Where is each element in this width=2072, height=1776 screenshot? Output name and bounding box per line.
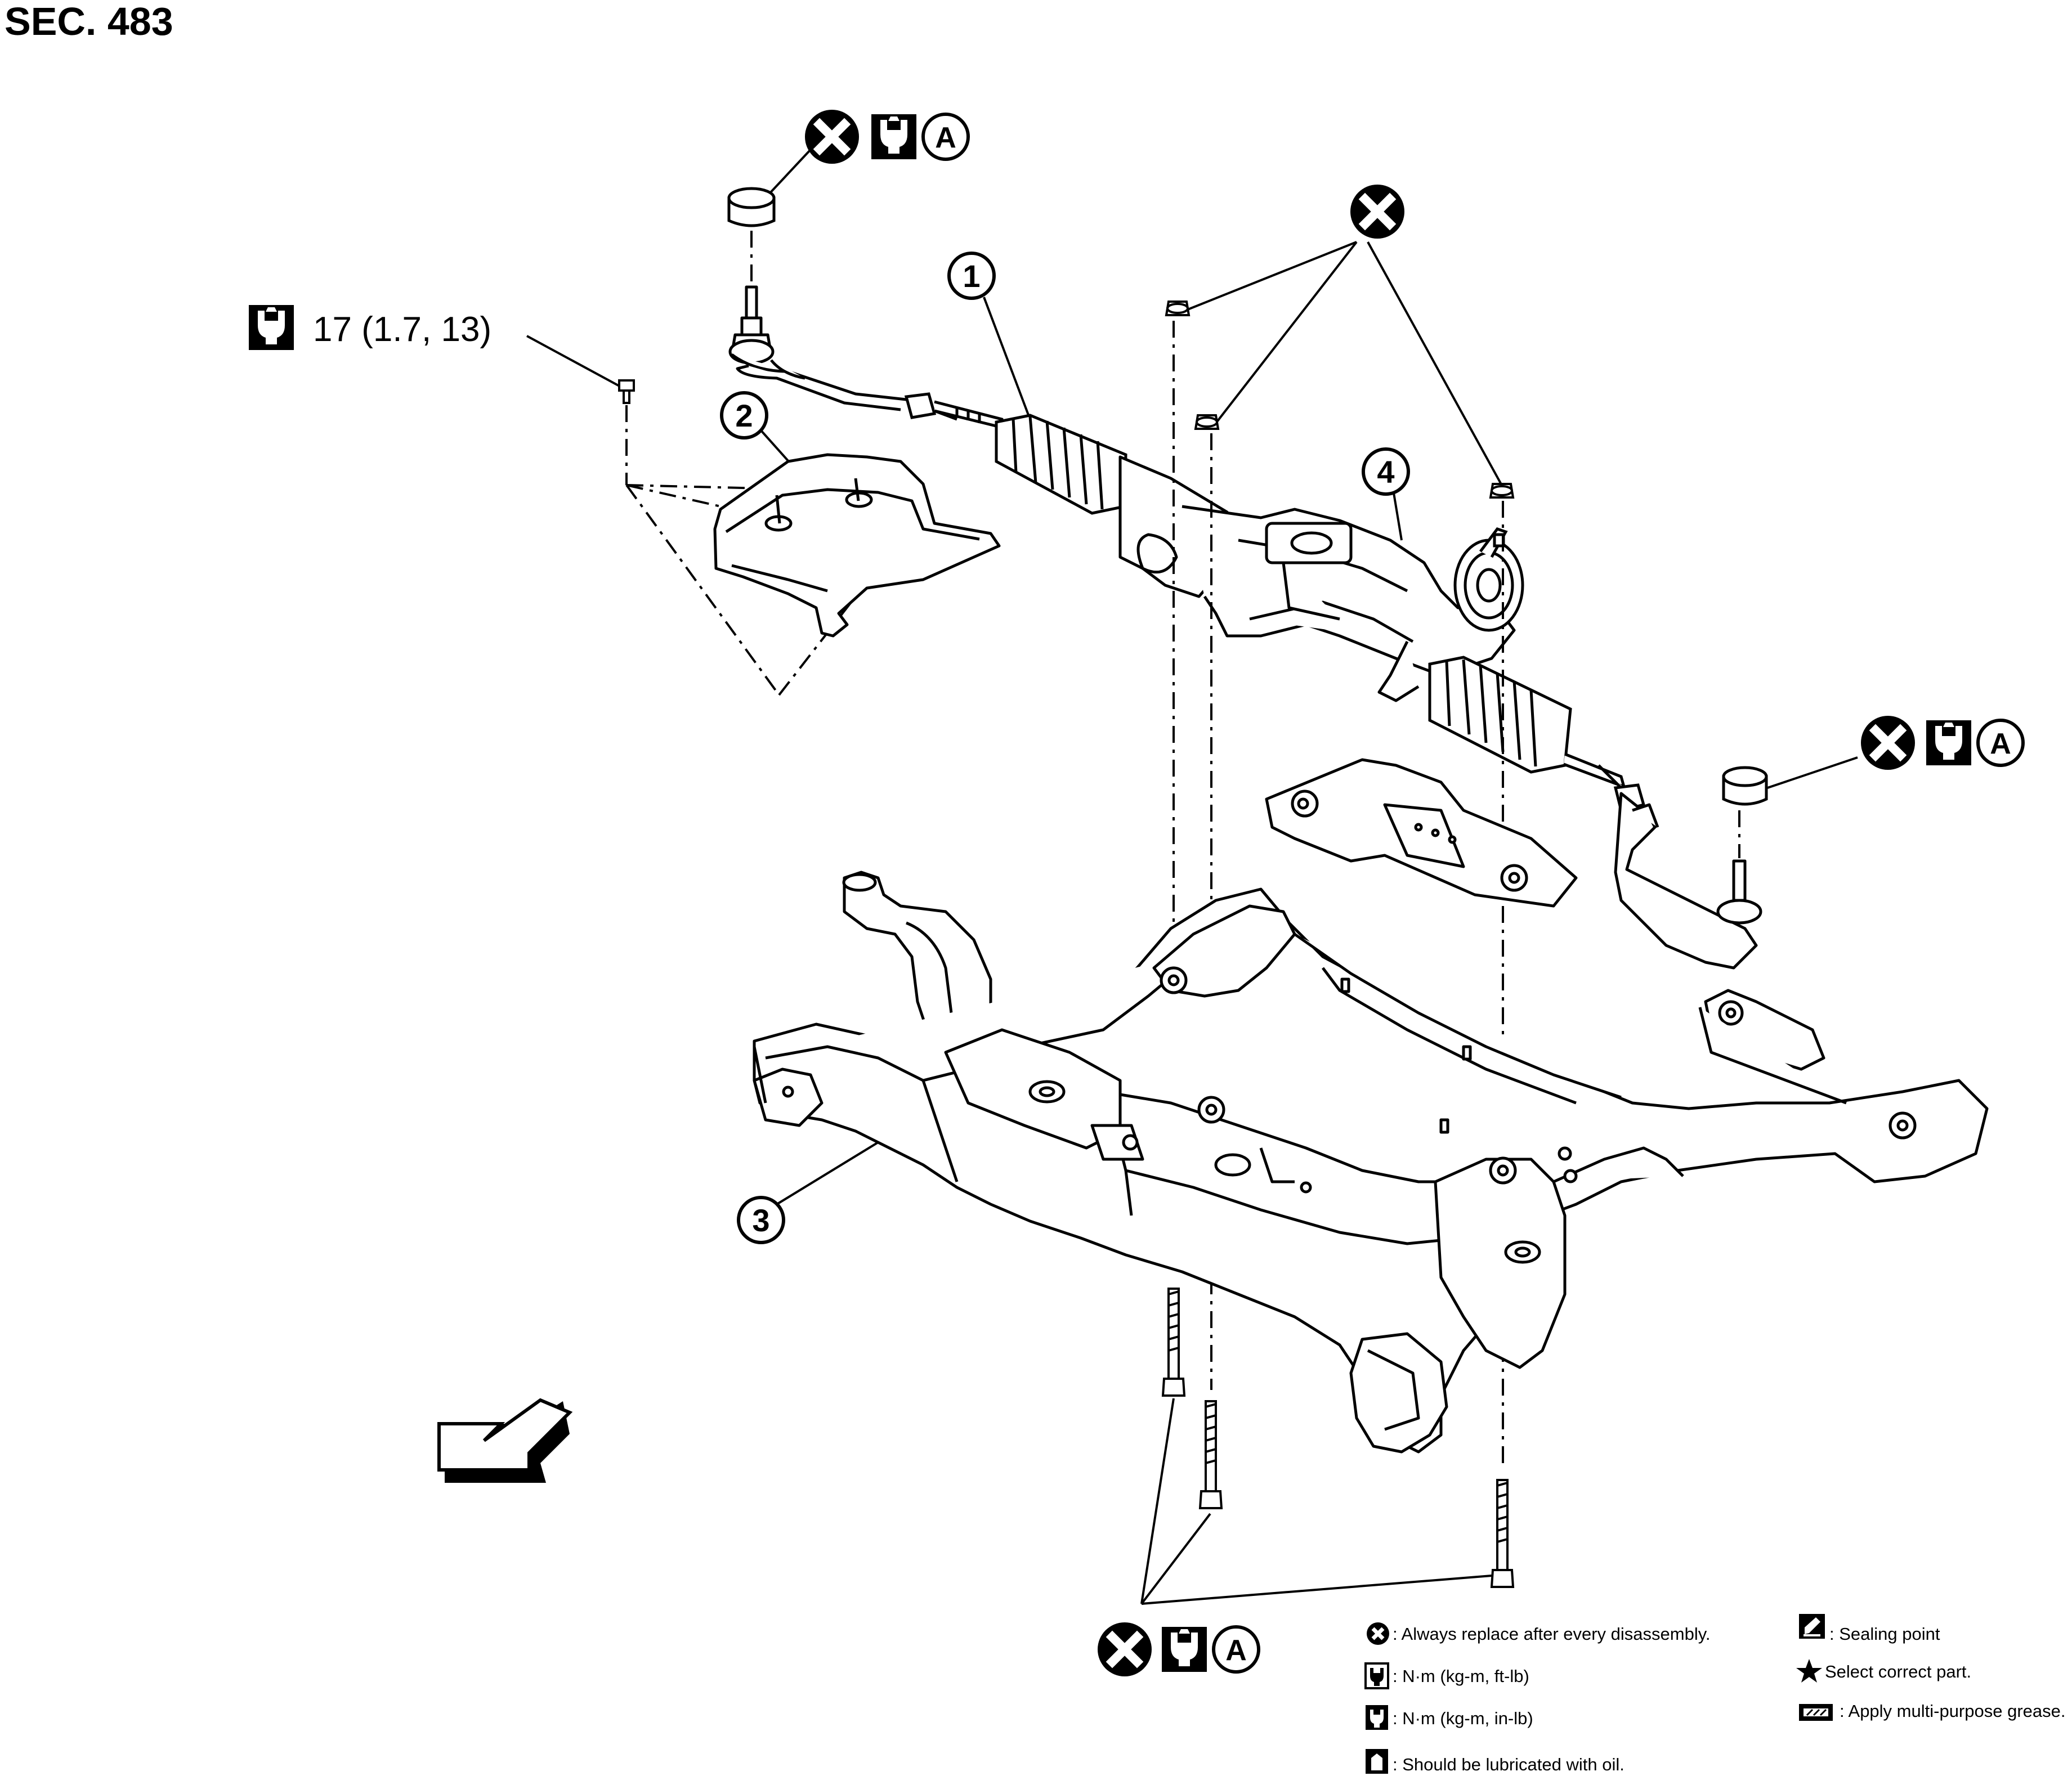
- steering-boot-left: [995, 414, 1127, 515]
- heat-shield-bolt: [618, 379, 635, 404]
- circled-a-icon: A: [1212, 1625, 1260, 1674]
- circled-a-icon: A: [1976, 719, 2025, 767]
- torque-wrench-icon: [871, 114, 916, 159]
- torque-spec-label: 17 (1.7, 13): [313, 310, 491, 349]
- section-title: SEC. 483: [5, 0, 173, 43]
- legend-grease: : Apply multi-purpose grease.: [1840, 1701, 2066, 1721]
- pinion-housing: [1453, 527, 1524, 632]
- steering-boot-right: [1428, 656, 1572, 774]
- callout-4: 4: [1362, 447, 1410, 541]
- svg-text:A: A: [935, 122, 956, 154]
- legend-lubricate: : Should be lubricated with oil.: [1393, 1755, 1625, 1774]
- inner-tie-rod-right: [1563, 752, 1646, 813]
- svg-text:3: 3: [752, 1203, 769, 1238]
- torque-wrench-icon: [1364, 1662, 1389, 1689]
- replace-nuts-top-group: [1187, 185, 1504, 488]
- tie-rod-end-right: [1614, 792, 1762, 970]
- replace-x-icon: [1350, 185, 1404, 239]
- bolt-torque-callout: 17 (1.7, 13): [249, 305, 622, 388]
- callout-2: 2: [720, 391, 795, 468]
- tie-rod-end-left: [728, 285, 957, 421]
- svg-text:4: 4: [1377, 454, 1394, 490]
- torque-wrench-icon: [249, 305, 294, 350]
- grease-icon: [1799, 1704, 1833, 1721]
- legend-replace: : Always replace after every disassembly…: [1393, 1624, 1711, 1644]
- front-arrow-icon: [437, 1398, 573, 1483]
- gear-mount-nuts: [1165, 301, 1515, 499]
- legend-torque-ftlb: : N·m (kg-m, ft-lb): [1393, 1666, 1529, 1686]
- nut-symbol-group-right: A: [1767, 716, 2025, 789]
- replace-x-icon: [1367, 1622, 1389, 1645]
- mounting-bolts: [1161, 1288, 1515, 1588]
- tie-rod-nut-top: [727, 187, 776, 227]
- legend-sealing: : Sealing point: [1829, 1624, 1940, 1644]
- svg-text:A: A: [1990, 728, 2011, 760]
- replace-x-icon: [805, 110, 859, 164]
- torque-wrench-filled-icon: [1366, 1705, 1388, 1730]
- legend: : Always replace after every disassembly…: [1364, 1614, 2066, 1774]
- sealing-icon: [1799, 1614, 1825, 1639]
- legend-select-part: Select correct part.: [1825, 1662, 1971, 1681]
- legend-torque-inlb: : N·m (kg-m, in-lb): [1393, 1708, 1533, 1728]
- bolt-symbol-group-bottom: A: [1098, 1398, 1492, 1676]
- callout-1: 1: [947, 252, 1030, 417]
- circled-a-icon: A: [921, 113, 970, 161]
- suspension-member: [753, 758, 1989, 1454]
- tie-rod-nut-right: [1722, 766, 1768, 806]
- oil-can-icon: [1366, 1749, 1388, 1774]
- torque-wrench-icon: [1926, 720, 1971, 765]
- torque-wrench-icon: [1162, 1627, 1207, 1672]
- svg-text:A: A: [1225, 1634, 1247, 1667]
- callout-3: 3: [737, 1141, 879, 1244]
- svg-text:1: 1: [963, 258, 980, 294]
- svg-text:2: 2: [735, 398, 753, 433]
- steering-gear-housing: [1118, 455, 1516, 702]
- heat-shield: [713, 453, 1001, 638]
- star-icon: [1796, 1659, 1822, 1683]
- replace-x-icon: [1861, 716, 1915, 770]
- inner-tie-rod-left: [904, 392, 1005, 430]
- replace-x-icon: [1098, 1622, 1152, 1676]
- nut-symbol-group-top: A: [768, 110, 970, 195]
